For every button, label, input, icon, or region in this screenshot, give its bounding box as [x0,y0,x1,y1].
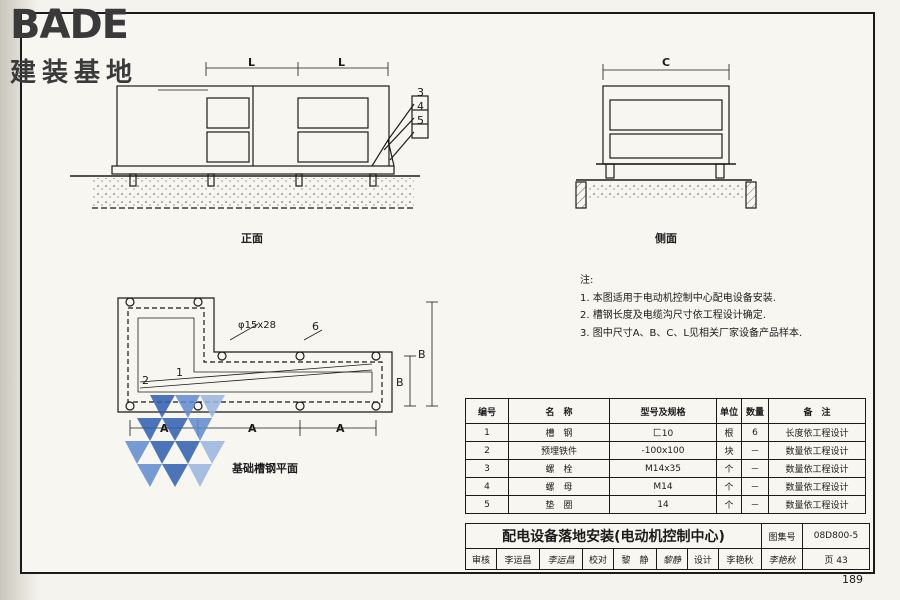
bom-cell: 匚10 [609,423,717,442]
bom-cell: 数量依工程设计 [768,441,866,460]
watermark-logo [125,395,225,487]
bom-header: 备 注 [768,398,866,424]
note-item: 3. 图中尺寸A、B、C、L见相关厂家设备产品样本. [580,327,803,339]
brand-logo-text: BADE [10,2,129,48]
bom-cell: 4 [465,477,509,496]
bom-cell: 3 [465,459,509,478]
plan-dim-a3: A [336,422,345,435]
bom-cell: 槽 钢 [508,423,610,442]
front-dim-l1: L [248,56,256,69]
design-label: 设计 [686,548,719,570]
bom-cell: 长度依工程设计 [768,423,866,442]
bom-cell: M14 [609,477,717,496]
bom-cell: 数量依工程设计 [768,477,866,496]
atlas-number: 08D800-5 [802,523,870,549]
bom-header: 名 称 [508,398,610,424]
side-view-caption: 侧面 [655,232,677,245]
bom-cell: 个 [716,495,742,514]
bom-cell: － [741,459,769,478]
bom-cell: M14x35 [609,459,717,478]
bom-cell: 块 [716,441,742,460]
plan-dim-a2: A [248,422,257,435]
bom-cell: 根 [716,423,742,442]
drawing-title: 配电设备落地安装(电动机控制中心) [465,523,762,549]
bom-cell: － [741,495,769,514]
front-dim-l2: L [338,56,346,69]
notes-title: 注: [580,275,594,286]
title-block: 配电设备落地安装(电动机控制中心) 图集号 08D800-5 审核 李运昌 李运… [465,523,870,570]
check-label: 校对 [582,548,614,570]
bom-header: 数量 [741,398,769,424]
notes-block: 注: 1. 本图适用于电动机控制中心配电设备安装. 2. 槽钢长度及电缆沟尺寸依… [580,272,802,342]
callout-1: 1 [176,366,183,379]
side-dim-c: C [662,56,671,69]
bom-cell: 垫 圈 [508,495,610,514]
bom-cell: 螺 母 [508,477,610,496]
callout-4: 4 [417,100,424,113]
bom-cell: 数量依工程设计 [768,495,866,514]
callout-2: 2 [142,374,149,387]
page-cell: 页 43 [802,548,870,570]
designer-signature: 李艳秋 [761,548,803,570]
brand-logo-subtitle: 建装基地 [10,58,139,88]
callout-3: 3 [417,86,424,99]
bom-header: 编号 [465,398,509,424]
plan-dim-b2: B [418,348,426,361]
page-number: 43 [836,555,848,566]
plan-dim-a1: A [160,422,169,435]
hole-label: φ15x28 [238,320,276,331]
plan-view-caption: 基础槽钢平面 [232,462,298,475]
bom-cell: 螺 栓 [508,459,610,478]
callout-6: 6 [312,320,319,333]
bom-header: 型号及规格 [609,398,717,424]
review-label: 审核 [465,548,497,570]
bom-cell: － [741,441,769,460]
callout-5: 5 [417,114,424,127]
front-view-caption: 正面 [241,232,263,245]
bom-cell: -100x100 [609,441,717,460]
foundation-plan-view [117,297,438,436]
front-view [70,62,429,209]
side-view [575,64,757,209]
bom-cell: 14 [609,495,717,514]
designer-name: 李艳秋 [717,548,763,570]
bom-cell: 数量依工程设计 [768,459,866,478]
reviewer-name: 李运昌 [495,548,540,570]
bom-cell: 1 [465,423,509,442]
note-item: 1. 本图适用于电动机控制中心配电设备安装. [580,292,776,304]
checker-signature: 黎静 [655,548,688,570]
bom-cell: － [741,477,769,496]
book-page-number: 189 [842,573,863,586]
reviewer-signature: 李运昌 [538,548,584,570]
atlas-label: 图集号 [761,523,803,549]
bom-cell: 6 [741,423,769,442]
checker-name: 黎 静 [612,548,657,570]
note-item: 2. 槽钢长度及电缆沟尺寸依工程设计确定. [580,310,766,321]
plan-dim-b1: B [396,376,404,389]
bom-cell: 5 [465,495,509,514]
bom-cell: 个 [716,459,742,478]
bom-header: 单位 [716,398,742,424]
bom-cell: 2 [465,441,509,460]
page-label: 页 [824,555,834,566]
bom-cell: 预埋铁件 [508,441,610,460]
bom-cell: 个 [716,477,742,496]
